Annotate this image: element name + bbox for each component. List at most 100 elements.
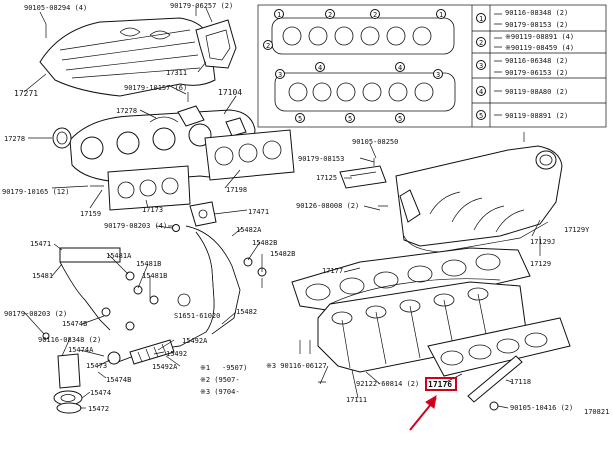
svg-text:5: 5 bbox=[298, 115, 302, 123]
leader-lines bbox=[23, 7, 541, 409]
label-17278-a: 17278 bbox=[116, 107, 137, 115]
svg-text:3: 3 bbox=[278, 71, 282, 79]
gasket-17278 bbox=[52, 127, 72, 149]
svg-text:4: 4 bbox=[479, 88, 483, 96]
svg-text:90116-08348 (2): 90116-08348 (2) bbox=[505, 9, 568, 17]
svg-text:90119-08A80 (2): 90119-08A80 (2) bbox=[505, 88, 568, 96]
label-15473: 15473 bbox=[86, 362, 107, 370]
label-90126-08008: 90126-08008 (2) bbox=[296, 202, 359, 210]
label-90179-10165: 90179-10165 (12) bbox=[2, 188, 69, 196]
label-90179-06257: 90179-06257 (2) bbox=[170, 2, 233, 10]
svg-text:2: 2 bbox=[328, 11, 332, 19]
svg-text:※90119-08459 (4): ※90119-08459 (4) bbox=[505, 44, 574, 52]
label-15474: 15474 bbox=[90, 389, 111, 397]
svg-text:2: 2 bbox=[479, 39, 483, 47]
legend-box: 1 2 2 1 2 3 4 4 3 5 5 5 1 90116-08348 (2… bbox=[257, 4, 607, 128]
exhaust-pipe-15471 bbox=[59, 247, 121, 331]
gasket-17173 bbox=[107, 165, 191, 211]
svg-text:1: 1 bbox=[479, 15, 483, 23]
label-90105-08250: 90105-08250 bbox=[352, 138, 398, 146]
gasket-17177 bbox=[291, 247, 531, 313]
small-bolts-right bbox=[299, 132, 525, 383]
legend-gasket-upper bbox=[271, 17, 455, 55]
label-17129Y: 17129Y bbox=[564, 226, 590, 234]
highlight-17176: 17176 bbox=[409, 377, 457, 431]
bracket-17311 bbox=[195, 19, 237, 69]
svg-text:3: 3 bbox=[479, 62, 483, 70]
label-17129: 17129 bbox=[530, 260, 551, 268]
label-note2: ※2 (9507- bbox=[200, 376, 240, 384]
label-15474A: 15474A bbox=[68, 346, 94, 354]
svg-text:5: 5 bbox=[348, 115, 352, 123]
label-17104: 17104 bbox=[218, 88, 242, 97]
svg-text:※90119-08891 (4): ※90119-08891 (4) bbox=[505, 33, 574, 41]
label-15482: 15482 bbox=[236, 308, 257, 316]
label-note1-range: -9507) bbox=[222, 364, 247, 372]
label-15492A-a: 15492A bbox=[182, 337, 208, 345]
label-17125: 17125 bbox=[316, 174, 337, 182]
svg-text:2: 2 bbox=[373, 11, 377, 19]
svg-text:5: 5 bbox=[479, 112, 483, 120]
label-17278-b: 17278 bbox=[4, 135, 25, 143]
label-90179-10157: 90179-10157 (6) bbox=[124, 84, 187, 92]
label-92122-60814: 92122-60814 (2) bbox=[356, 380, 419, 388]
label-17111: 17111 bbox=[346, 396, 367, 404]
label-15471: 15471 bbox=[30, 240, 51, 248]
label-15482B-a: 15482B bbox=[252, 239, 277, 247]
gasket-17176 bbox=[427, 317, 571, 377]
label-15492: 15492 bbox=[166, 350, 187, 358]
label-17176: 17176 bbox=[428, 380, 452, 389]
legend-table: 1 90116-08348 (2) 90179-08153 (2) 2 ※901… bbox=[472, 5, 606, 127]
label-note3: ※3 (9704- bbox=[200, 388, 240, 396]
label-90105-08294: 90105-08294 (4) bbox=[24, 4, 87, 12]
label-17129J: 17129J bbox=[530, 238, 555, 246]
label-15481: 15481 bbox=[32, 272, 53, 280]
label-15481B-b: 15481B bbox=[142, 272, 167, 280]
label-15482B-b: 15482B bbox=[270, 250, 295, 258]
heat-shield-17271 bbox=[39, 17, 216, 97]
legend-gasket-marks: 1 2 2 1 2 3 4 4 3 5 5 5 bbox=[263, 9, 446, 123]
svg-text:2: 2 bbox=[266, 42, 270, 50]
label-15481A: 15481A bbox=[106, 252, 132, 260]
label-15481B-a: 15481B bbox=[136, 260, 161, 268]
label-15482A: 15482A bbox=[236, 226, 262, 234]
bracket-17471 bbox=[189, 201, 217, 227]
svg-text:90179-08153 (2): 90179-08153 (2) bbox=[505, 21, 568, 29]
label-15474B: 15474B bbox=[62, 320, 87, 328]
flex-joint-15492 bbox=[129, 339, 175, 365]
label-17271: 17271 bbox=[14, 89, 38, 98]
pipe-fittings bbox=[42, 224, 267, 414]
label-fig-number: 170821 bbox=[584, 408, 609, 416]
label-15472: 15472 bbox=[88, 405, 109, 413]
label-15492A-b: 15492A bbox=[152, 363, 178, 371]
svg-text:90179-06153 (2): 90179-06153 (2) bbox=[505, 69, 568, 77]
svg-text:90116-06348 (2): 90116-06348 (2) bbox=[505, 57, 568, 65]
svg-text:5: 5 bbox=[398, 115, 402, 123]
gasket-17198 bbox=[204, 129, 295, 181]
label-17173: 17173 bbox=[142, 206, 163, 214]
label-90116-06127: ※3 90116-06127 bbox=[266, 362, 327, 370]
highlight-arrow-head bbox=[425, 395, 437, 409]
intake-plenum-17129 bbox=[395, 145, 563, 253]
svg-text:1: 1 bbox=[277, 11, 281, 19]
label-90105-10416: 90105-10416 (2) bbox=[510, 404, 573, 412]
stay-17118 bbox=[467, 355, 523, 411]
label-15474B-b: 15474B bbox=[106, 376, 131, 384]
label-17118: 17118 bbox=[510, 378, 531, 386]
label-17159: 17159 bbox=[80, 210, 101, 218]
label-17177: 17177 bbox=[322, 267, 343, 275]
svg-text:4: 4 bbox=[398, 64, 402, 72]
label-90179-08153: 90179-08153 bbox=[298, 155, 344, 163]
svg-text:90119-08891 (2): 90119-08891 (2) bbox=[505, 112, 568, 120]
bracket-17125 bbox=[339, 165, 387, 189]
label-s1651: S1651-61020 bbox=[174, 312, 220, 320]
label-90116-08348: 90116-08348 (2) bbox=[38, 336, 101, 344]
legend-gasket-lower bbox=[274, 72, 456, 112]
label-17311: 17311 bbox=[166, 69, 187, 77]
highlight-box bbox=[425, 377, 457, 391]
part-labels: 90105-08294 (4) 90179-06257 (2) 17311 17… bbox=[2, 2, 609, 416]
svg-text:4: 4 bbox=[318, 64, 322, 72]
exhaust-pipe-15482 bbox=[117, 225, 241, 363]
label-note1: ※1 bbox=[200, 364, 210, 372]
